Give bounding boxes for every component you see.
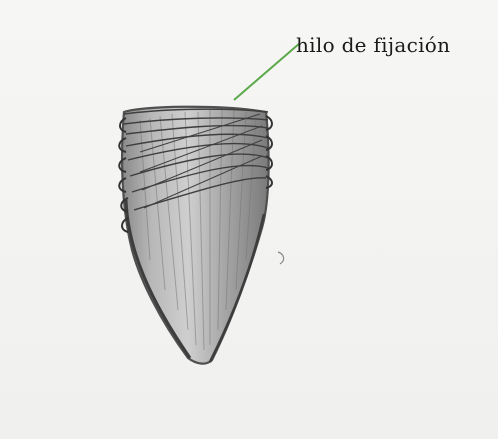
thread-label: hilo de fijación xyxy=(296,33,450,57)
